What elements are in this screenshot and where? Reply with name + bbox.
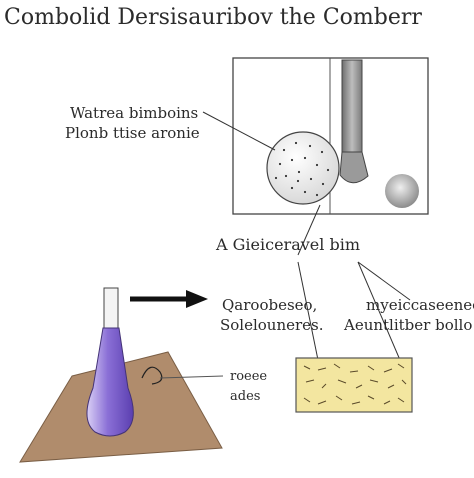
flask bbox=[86, 327, 134, 437]
arrow-head bbox=[186, 290, 208, 308]
diagram-title: Combolid Dersisauribov the Comberr bbox=[4, 5, 422, 30]
particle-sphere bbox=[266, 131, 340, 205]
leader-line-top bbox=[202, 111, 276, 151]
connector-line bbox=[357, 261, 411, 301]
probe-rod bbox=[341, 59, 363, 156]
probe-tip bbox=[339, 151, 369, 184]
label-right-2: Aeuntlitber bollo bbox=[343, 316, 472, 334]
slab-texture bbox=[303, 363, 407, 405]
label-top-left-1: Watrea bimboins bbox=[70, 104, 198, 122]
label-center-2: Solelouneres. bbox=[220, 316, 324, 334]
connector-line bbox=[297, 261, 319, 361]
connector-line bbox=[297, 204, 321, 256]
label-right-1: myeiccaseeneo bbox=[366, 296, 474, 314]
label-center-1: Qaroobeseo, bbox=[222, 296, 317, 314]
label-mid-right: A Gieiceravel bim bbox=[215, 235, 360, 254]
label-top-left-2: Plonb ttise aronie bbox=[65, 124, 200, 142]
swirl-icon bbox=[141, 366, 163, 385]
droplet bbox=[385, 174, 419, 208]
sphere-dots bbox=[274, 141, 330, 197]
label-bottom-2: ades bbox=[230, 389, 260, 404]
label-bottom-1: roeee bbox=[230, 369, 267, 384]
leader-line-bottom bbox=[159, 375, 224, 379]
connector-line bbox=[357, 261, 401, 361]
flask-neck bbox=[103, 287, 119, 329]
